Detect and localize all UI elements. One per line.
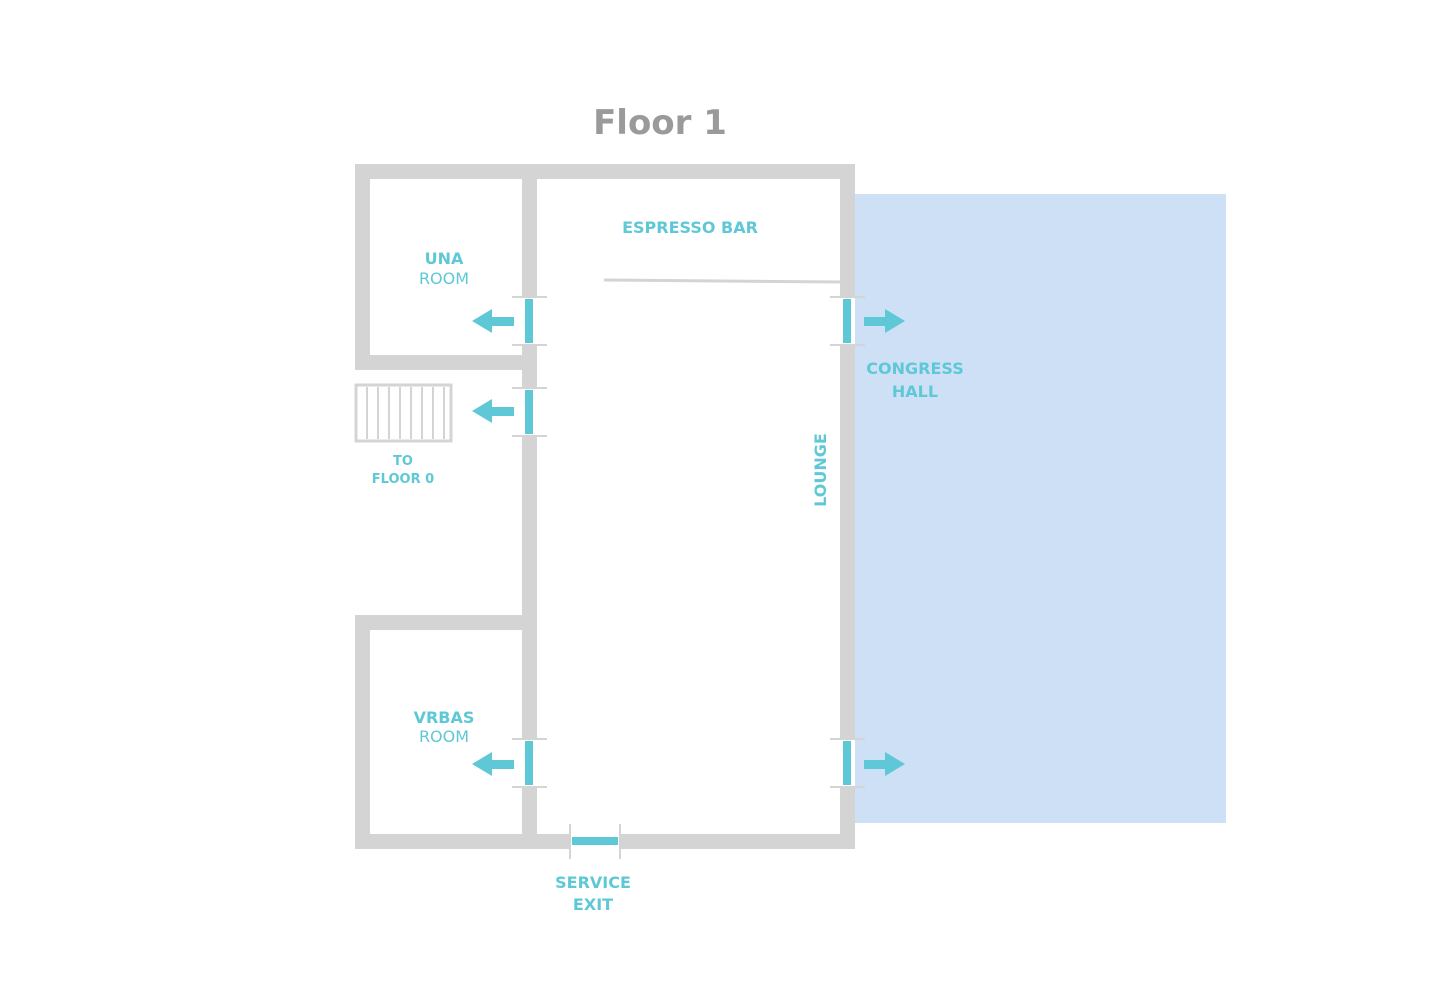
congress-hall-label-line2: HALL [892,382,938,401]
walls [355,164,855,849]
door-service-exit[interactable] [569,824,621,859]
congress-hall-label-line1: CONGRESS [866,359,963,378]
wall-vrbas-top [355,615,537,630]
stairs-label-line1: TO [393,454,413,469]
door-vrbas[interactable] [512,738,547,788]
arrow-right-icon [864,752,905,776]
door-congress-lower[interactable] [830,738,865,788]
wall-left-upper [355,164,370,370]
lounge-label: LOUNGE [811,433,830,507]
map-title: Floor 1 [593,103,727,143]
door-icon [525,741,533,785]
una-room-type: ROOM [419,269,469,288]
espresso-bar-label: ESPRESSO BAR [622,218,758,237]
arrow-left-icon [472,399,514,423]
door-congress-upper[interactable] [830,296,865,346]
arrow-left-icon [472,752,514,776]
service-exit-label-line2: EXIT [573,895,613,914]
door-stairs[interactable] [512,387,547,437]
service-exit-label-line1: SERVICE [555,873,631,892]
door-icon [572,837,618,845]
stairs-label-line2: FLOOR 0 [372,472,434,487]
door-icon [843,741,851,785]
vrbas-room-name: VRBAS [414,708,475,727]
door-icon [525,390,533,434]
door-icon [843,299,851,343]
una-room-name: UNA [425,249,464,268]
vrbas-room-type: ROOM [419,727,469,746]
wall-left-lower [355,615,370,849]
door-icon [525,299,533,343]
congress-hall-area[interactable] [853,194,1226,823]
stairs-icon[interactable] [354,383,453,443]
wall-una-bottom [355,355,537,370]
door-una[interactable] [512,296,547,346]
wall-top [355,164,855,179]
espresso-bar-counter [603,278,841,284]
arrow-left-icon [472,309,514,333]
arrow-right-icon [864,309,905,333]
